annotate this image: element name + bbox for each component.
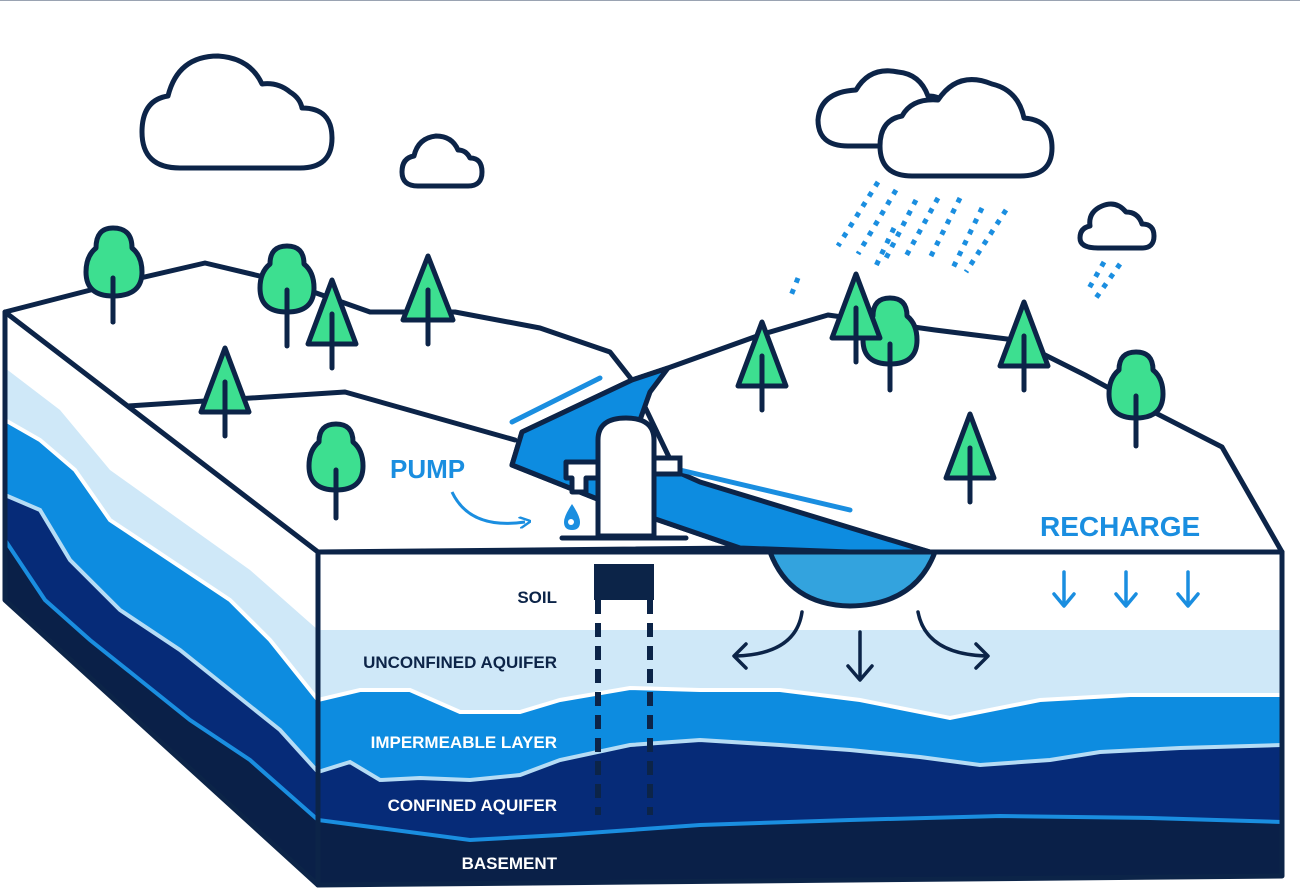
sky	[139, 53, 1157, 300]
tree-icon	[198, 345, 252, 439]
river-highlight	[509, 375, 603, 425]
infiltration-arrows	[732, 610, 990, 682]
tree-icon	[400, 253, 456, 347]
confined-boundary-line	[4, 493, 1283, 783]
river-highlight-right	[677, 467, 853, 513]
recharge-arrows	[1052, 570, 1200, 608]
tree-icon	[306, 421, 366, 521]
cloud-icon	[877, 77, 1055, 179]
arrow-down-icon	[1176, 570, 1200, 608]
impermeable-layer	[5, 420, 1282, 780]
arrow-down-icon	[1114, 570, 1138, 608]
trees	[83, 225, 1166, 521]
recharge-label: RECHARGE	[1040, 511, 1200, 542]
basement-label: BASEMENT	[462, 854, 558, 873]
tree-icon	[943, 411, 997, 505]
tree-icon	[860, 295, 920, 393]
cloud-icon	[399, 133, 485, 189]
rain-icon	[787, 180, 1123, 300]
water-drop-icon	[564, 504, 580, 530]
tree-icon	[997, 299, 1051, 393]
confined-aquifer-layer	[5, 495, 1282, 840]
left-face-soil	[5, 312, 318, 632]
arrow-down-icon	[1052, 570, 1076, 608]
unconfined-aquifer-layer	[5, 368, 1282, 718]
tree-icon	[305, 277, 359, 371]
cloud-icon	[139, 53, 335, 171]
cloud-icon	[1077, 201, 1157, 251]
left-hill-ridge	[125, 389, 518, 443]
recharge-pond	[767, 549, 938, 609]
well-cap	[594, 564, 654, 600]
basement-boundary-line	[3, 538, 1283, 843]
surface	[2, 260, 1285, 609]
pump-body	[595, 415, 657, 539]
pump-spout	[563, 459, 601, 495]
arrow-curved-icon	[916, 610, 990, 670]
pump-icon	[559, 415, 689, 815]
arrow-down-icon	[846, 630, 874, 682]
confined-aquifer-label: CONFINED AQUIFER	[388, 796, 557, 815]
tree-icon	[83, 225, 145, 325]
pump-label: PUMP	[390, 454, 465, 484]
arrow-curved-icon	[732, 610, 804, 670]
soil-label: SOIL	[517, 588, 557, 607]
pump-handle	[651, 455, 683, 477]
impermeable-layer-label: IMPERMEABLE LAYER	[371, 733, 557, 752]
tree-icon	[829, 271, 883, 365]
top-rule	[0, 0, 1300, 1]
tree-icon	[257, 243, 317, 349]
tree-icon	[735, 319, 789, 413]
unconfined-aquifer-label: UNCONFINED AQUIFER	[363, 653, 557, 672]
unconfined-boundary-line	[4, 418, 1282, 721]
tree-icon	[1106, 349, 1166, 449]
basement-layer	[5, 540, 1282, 885]
arrow-curved-icon	[450, 491, 525, 523]
